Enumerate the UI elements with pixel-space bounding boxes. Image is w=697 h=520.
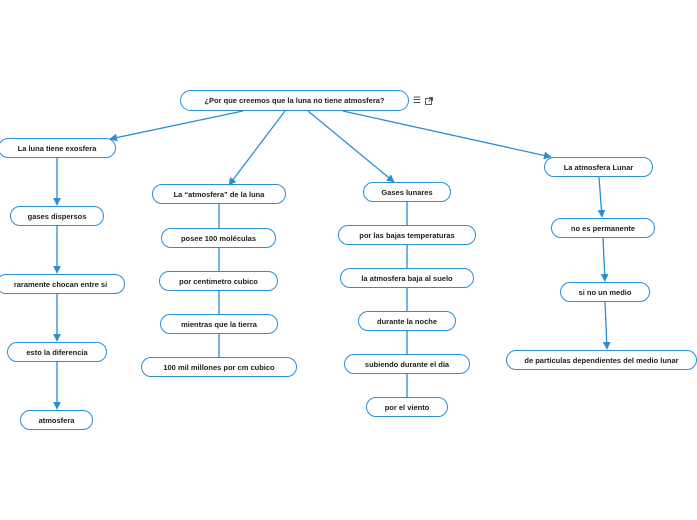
edge-root-lunar bbox=[342, 110, 552, 160]
atm-item-mientras-tierra[interactable]: mientras que la tierra bbox=[160, 314, 278, 334]
gases-item-por-el-viento[interactable]: por el viento bbox=[366, 397, 448, 417]
gases-item-bajas-temperaturas[interactable]: por las bajas temperaturas bbox=[338, 225, 476, 245]
gases-item-baja-al-suelo[interactable]: la atmosfera baja al suelo bbox=[340, 268, 474, 288]
exosfera-item-esto-la-diferencia[interactable]: esto la diferencia bbox=[7, 342, 107, 362]
root-topic-node[interactable]: ¿Por que creemos que la luna no tiene at… bbox=[180, 90, 409, 111]
hamburger-menu-icon[interactable]: ☰ bbox=[413, 95, 422, 105]
branch-exosfera[interactable]: La luna tiene exosfera bbox=[0, 138, 116, 158]
branch-gases-lunares[interactable]: Gases lunares bbox=[363, 182, 451, 202]
branch-atmosfera-luna[interactable]: La “atmosfera” de la luna bbox=[152, 184, 286, 204]
edge-root-atmosfera-luna bbox=[228, 110, 286, 186]
lunar-item-no-es-permanente[interactable]: no es permanente bbox=[551, 218, 655, 238]
lunar-item-si-no-un-medio[interactable]: si no un medio bbox=[560, 282, 650, 302]
exosfera-item-atmosfera[interactable]: atmosfera bbox=[20, 410, 93, 430]
edge-root-exosfera bbox=[109, 110, 244, 142]
external-link-icon[interactable] bbox=[425, 95, 433, 106]
atm-item-por-centimetro[interactable]: por centimetro cubico bbox=[159, 271, 278, 291]
atm-item-posee-moleculas[interactable]: posee 100 moléculas bbox=[161, 228, 276, 248]
edge-lun-3 bbox=[602, 301, 611, 350]
branch-atmosfera-lunar[interactable]: La atmosfera Lunar bbox=[544, 157, 653, 177]
exosfera-item-raramente-chocan[interactable]: raramente chocan entre si bbox=[0, 274, 125, 294]
gases-item-durante-noche[interactable]: durante la noche bbox=[358, 311, 456, 331]
edge-lun-2 bbox=[600, 237, 609, 282]
edge-root-gases bbox=[307, 110, 395, 183]
lunar-item-particulas-dependientes[interactable]: de partículas dependientes del medio lun… bbox=[506, 350, 697, 370]
exosfera-item-gases-dispersos[interactable]: gases dispersos bbox=[10, 206, 104, 226]
edge-lun-1 bbox=[597, 176, 606, 218]
gases-item-subiendo-dia[interactable]: subiendo durante el día bbox=[344, 354, 470, 374]
atm-item-100-mil-millones[interactable]: 100 mil millones por cm cubico bbox=[141, 357, 297, 377]
